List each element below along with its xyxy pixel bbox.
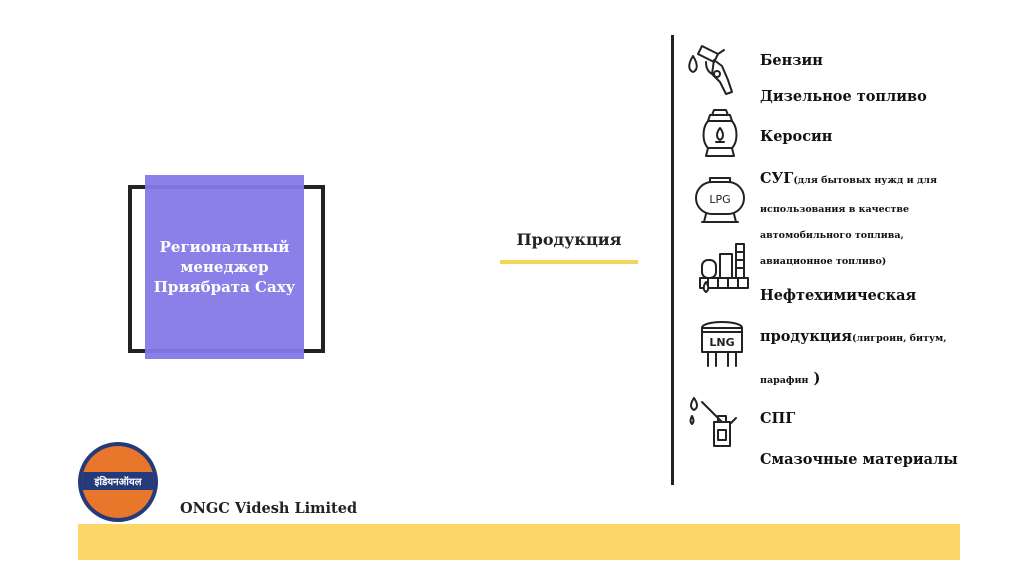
product-petrochem-line2: продукция(лигроин, битум, [760,328,947,345]
product-kerosene: Керосин [760,128,833,145]
product-lpg-note4: авиационное топливо) [760,256,887,267]
lng-tank-icon: LNG [694,314,750,370]
product-lpg-note1: (для бытовых нужд и для [793,175,938,186]
oil-can-icon [684,392,740,448]
product-petrochem-line1: Нефтехимическая [760,287,917,304]
product-lpg-note2: использования в качестве [760,204,909,215]
product-petrochem-note2: парафин [760,375,809,386]
product-lng: СПГ [760,410,796,427]
bottom-accent-bar [78,524,960,560]
manager-title-line2: менеджер [180,258,269,276]
products-heading: Продукция [516,230,622,249]
product-diesel: Дизельное топливо [760,88,927,105]
product-petrochem-line3: парафин ) [760,370,820,387]
refinery-icon [696,240,752,296]
products-heading-underline [500,260,638,264]
vertical-divider [671,35,674,485]
product-lpg-note3: автомобильного топлива, [760,230,904,241]
manager-card-fill [145,175,304,359]
indianoil-logo: इंडियनऑयल [78,442,158,522]
product-lpg: СУГ(для бытовых нужд и для [760,170,937,187]
product-lubricants: Смазочные материалы [760,451,958,468]
product-petrochem-main: продукция [760,328,853,345]
lpg-icon-label: LPG [709,193,730,206]
manager-card-text: Региональный менеджер Приябрата Саху [145,175,304,359]
manager-name: Приябрата Саху [153,278,296,296]
product-petrochem-note: (лигроин, битум, [852,333,947,344]
fuel-nozzle-icon [684,40,740,96]
product-lpg-main: СУГ [760,170,794,187]
lantern-icon [692,106,748,162]
product-petrol: Бензин [760,52,823,69]
logo-inner-circle: इंडियनऑयल [82,446,154,518]
company-name: ONGC Videsh Limited [180,500,358,517]
logo-text: इंडियनऑयल [82,472,154,490]
manager-title-line1: Региональный [159,238,290,256]
product-petrochem-close: ) [813,370,821,387]
lpg-tank-icon: LPG [692,172,748,228]
lng-icon-label: LNG [709,336,734,349]
